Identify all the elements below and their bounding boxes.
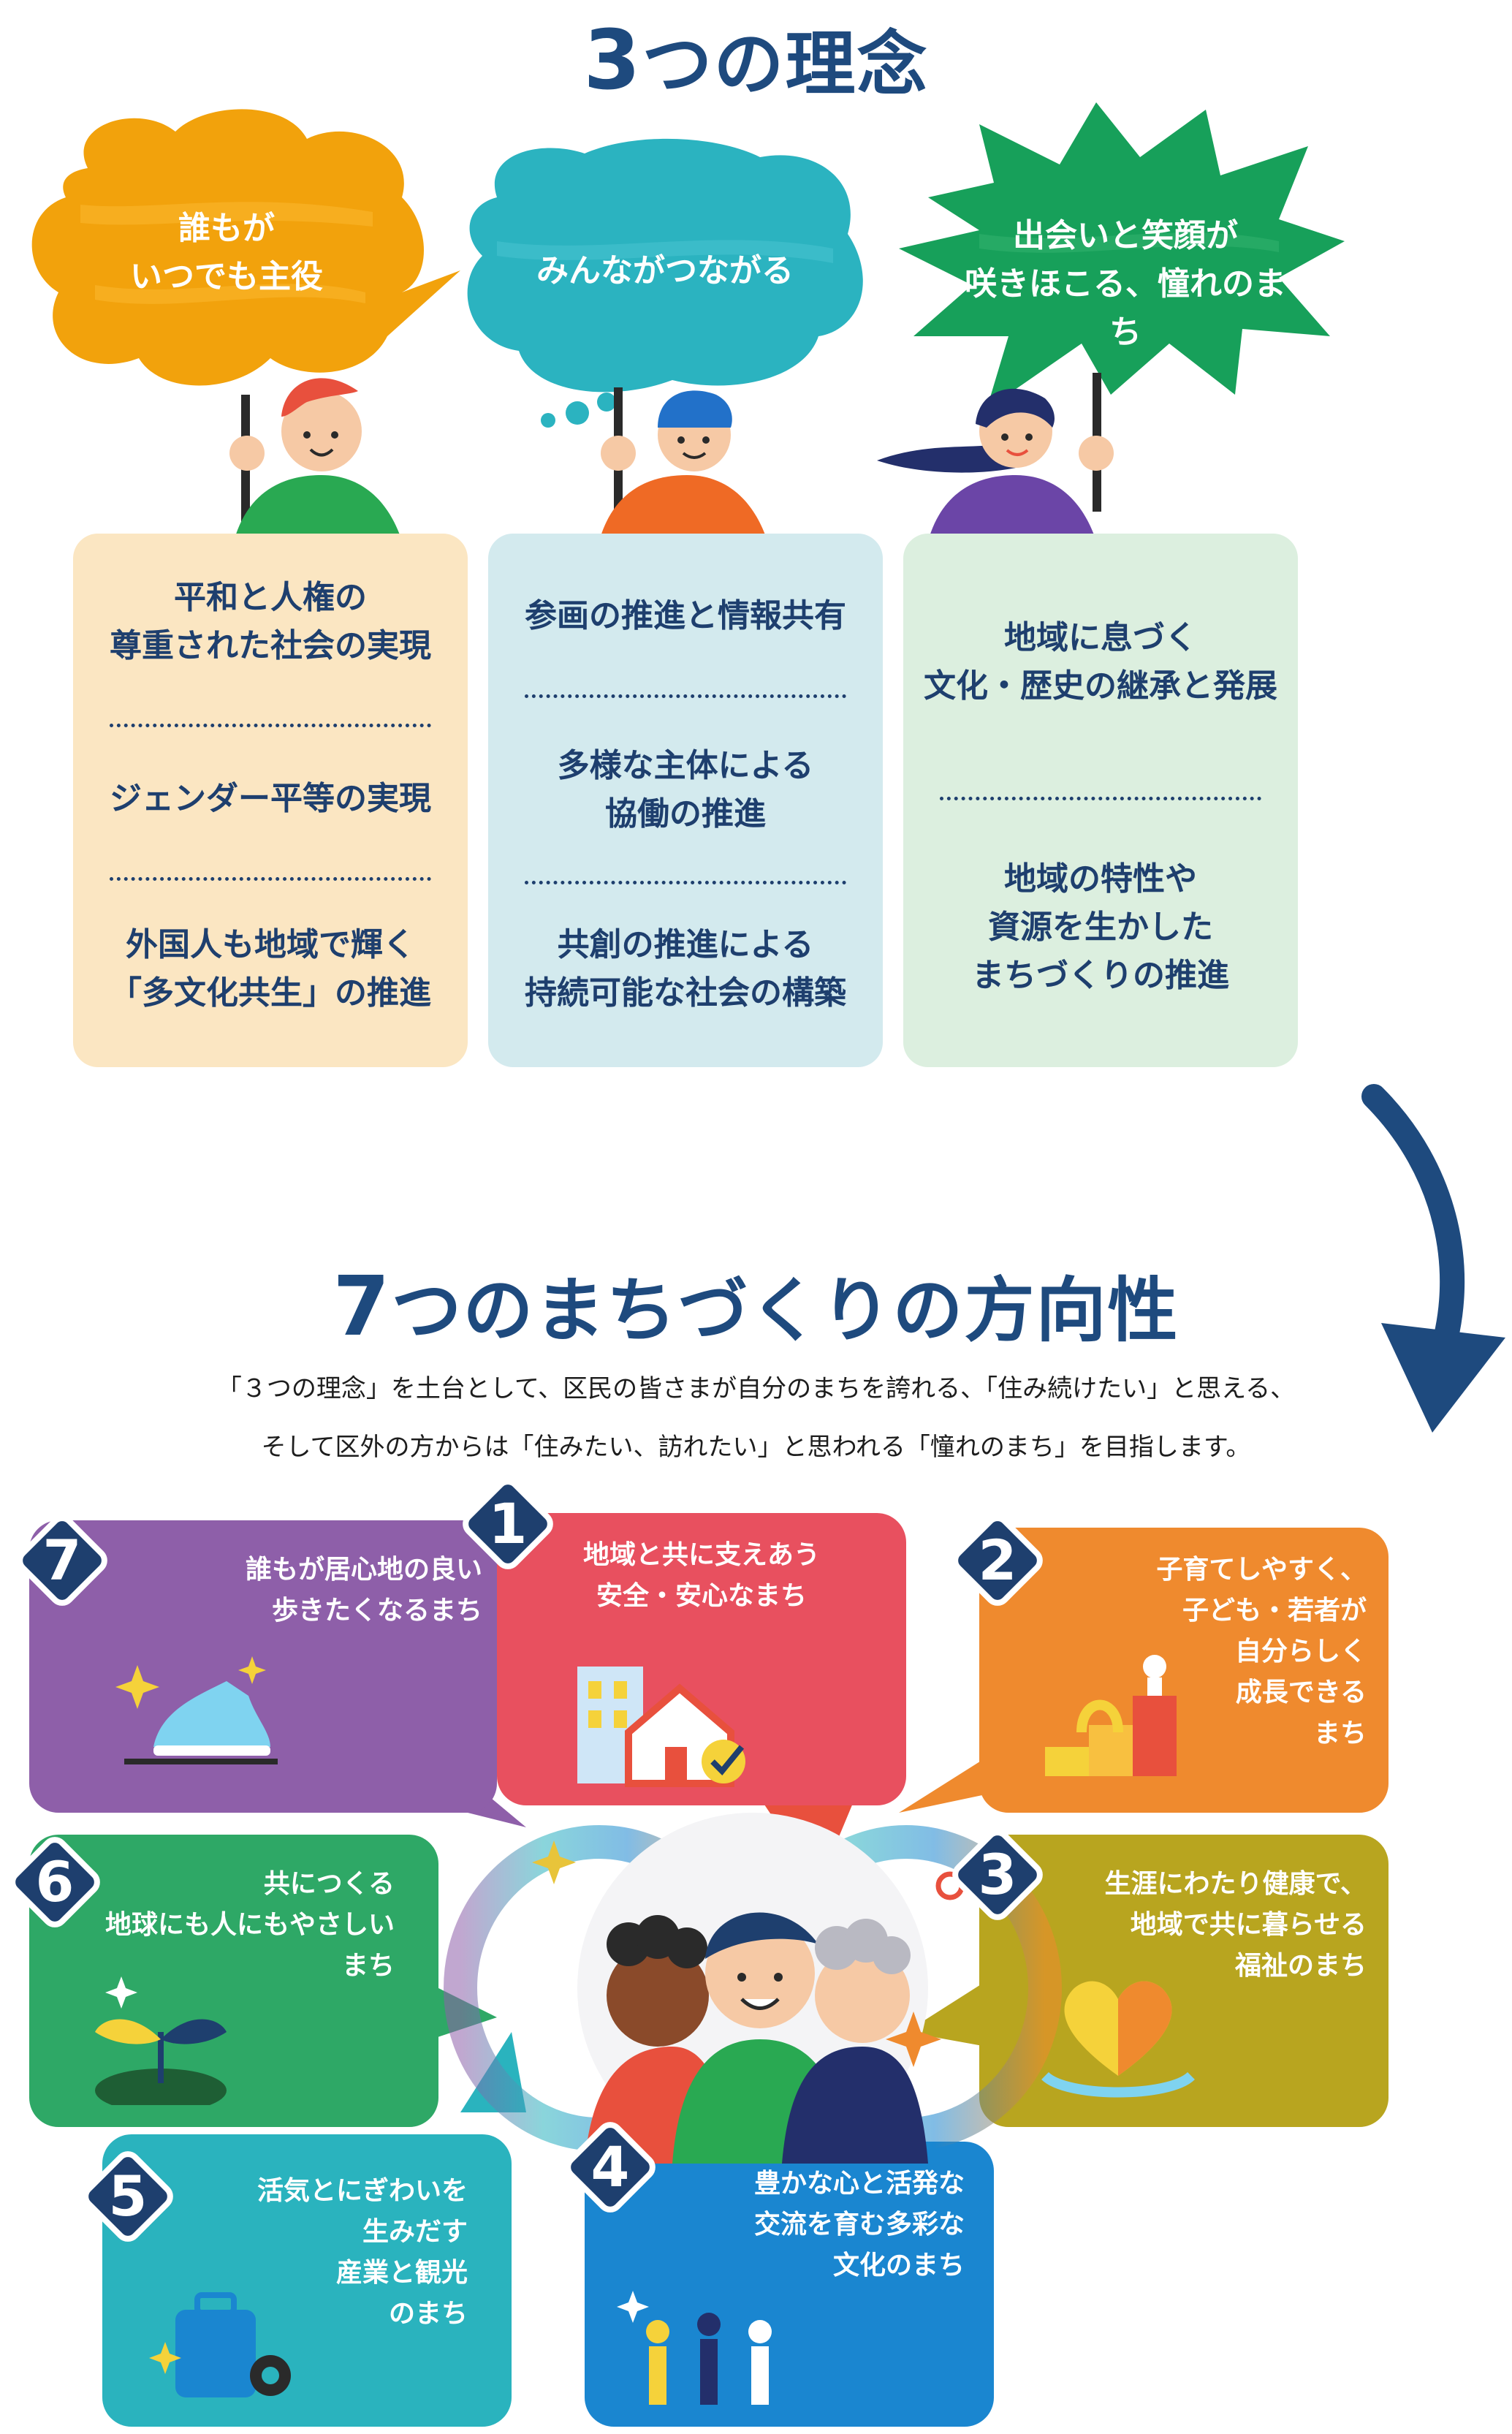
speech-bubble-spiky-green: [899, 102, 1345, 409]
direction-2-number: 2: [978, 1528, 1017, 1593]
principles-title-text: つの理念: [642, 23, 929, 105]
central-people-ring-illustration: [444, 1813, 1062, 2164]
principle-card-1-item-1: 平和と人権の 尊重された社会の実現: [110, 579, 431, 664]
direction-6-text: 共につくる 地球にも人にもやさしい まち: [105, 1869, 395, 1981]
sneaker-icon: [115, 1656, 278, 1764]
direction-7-badge: 7: [7, 1506, 117, 1615]
direction-6-number: 6: [35, 1849, 75, 1914]
dotted-divider: [110, 877, 431, 881]
direction-7-text: 誰もが居心地の良い 歩きたくなるまち: [245, 1555, 482, 1626]
direction-4-number: 4: [590, 2134, 630, 2199]
principle-card-1: 平和と人権の 尊重された社会の実現 ジェンダー平等の実現 外国人も地域で輝く 「…: [73, 534, 468, 1067]
direction-3-number: 3: [978, 1842, 1017, 1907]
boy-holding-sign-icon: [229, 378, 402, 541]
principle-card-3: 地域に息づく 文化・歴史の継承と発展 地域の特性や 資源を生かした まちづくりの…: [903, 534, 1298, 1067]
people-cheering-icon: [617, 2291, 772, 2405]
direction-1-text: 地域と共に支えあう 安全・安心なまち: [582, 1540, 820, 1611]
speech-bubble-cloud-yellow: [31, 109, 460, 386]
direction-4-badge: 4: [555, 2112, 665, 2222]
direction-1-number: 1: [488, 1491, 528, 1556]
principle-card-1-item-3: 外国人も地域で輝く 「多文化共生」の推進: [110, 926, 431, 1012]
girl-holding-sign-icon: [877, 373, 1114, 541]
principle-card-2-item-2: 多様な主体による 協働の推進: [557, 747, 814, 833]
dotted-divider: [110, 724, 431, 727]
curved-arrow-down-icon: [1361, 1084, 1505, 1433]
dotted-divider: [940, 797, 1261, 800]
dotted-divider: [525, 694, 846, 698]
suitcase-gear-icon: [149, 2292, 291, 2397]
direction-5-number: 5: [108, 2164, 148, 2229]
direction-5-badge: 5: [73, 2142, 183, 2251]
house-building-check-icon: [577, 1667, 745, 1787]
sprout-icon: [95, 1976, 227, 2105]
child-growth-blocks-icon: [1045, 1655, 1177, 1776]
principle-card-3-item-2: 地域の特性や 資源を生かした まちづくりの推進: [972, 860, 1229, 994]
speech-bubble-round-teal: [467, 138, 863, 428]
direction-6-badge: 6: [0, 1827, 110, 1937]
direction-4-text: 豊かな心と活発な 交流を育む多彩な 文化のまち: [753, 2169, 965, 2281]
heart-hands-icon: [1041, 1981, 1195, 2098]
principle-card-1-item-2: ジェンダー平等の実現: [110, 780, 431, 817]
directions-title: 7つのまちづくりの方向性: [0, 1254, 1512, 1355]
direction-2-badge: 2: [943, 1506, 1052, 1615]
directions-intro-text: 「３つの理念」を土台として、区民の皆さまが自分のまちを誇れる、「住み続けたい」と…: [216, 1374, 1296, 1462]
direction-7-number: 7: [42, 1528, 82, 1593]
direction-5-text: 活気とにぎわいを 生みだす 産業と観光 のまち: [257, 2176, 468, 2329]
principle-bubble-1-text: 誰もが いつでも主役: [130, 210, 323, 295]
direction-panel-5: [102, 2134, 512, 2427]
direction-3-text: 生涯にわたり健康で、 地域で共に暮らせる 福祉のまち: [1104, 1869, 1367, 1981]
principle-bubble-2-text: みんながつながる: [536, 252, 794, 289]
directions-title-text: つのまちづくりの方向性: [391, 1270, 1179, 1351]
principle-card-2-item-3: 共創の推進による 持続可能な社会の構築: [525, 926, 846, 1012]
directions-title-number: 7: [333, 1259, 392, 1354]
direction-1-badge: 1: [453, 1469, 563, 1579]
dotted-divider: [525, 881, 846, 884]
principles-title: 3つの理念: [0, 7, 1512, 109]
principle-bubble-3-text: 出会いと笑顔が 咲きほこる、憧れのまち: [965, 217, 1286, 351]
boy-with-cap-holding-sign-icon: [599, 387, 767, 541]
principle-card-2: 参画の推進と情報共有 多様な主体による 協働の推進 共創の推進による 持続可能な…: [488, 534, 883, 1067]
direction-3-badge: 3: [943, 1820, 1052, 1930]
principle-card-2-item-1: 参画の推進と情報共有: [525, 597, 846, 634]
direction-2-text: 子育てしやすく、 子ども・若者が 自分らしく 成長できる まち: [1156, 1555, 1367, 1748]
principles-title-number: 3: [583, 13, 642, 108]
principle-card-3-item-1: 地域に息づく 文化・歴史の継承と発展: [924, 619, 1277, 705]
